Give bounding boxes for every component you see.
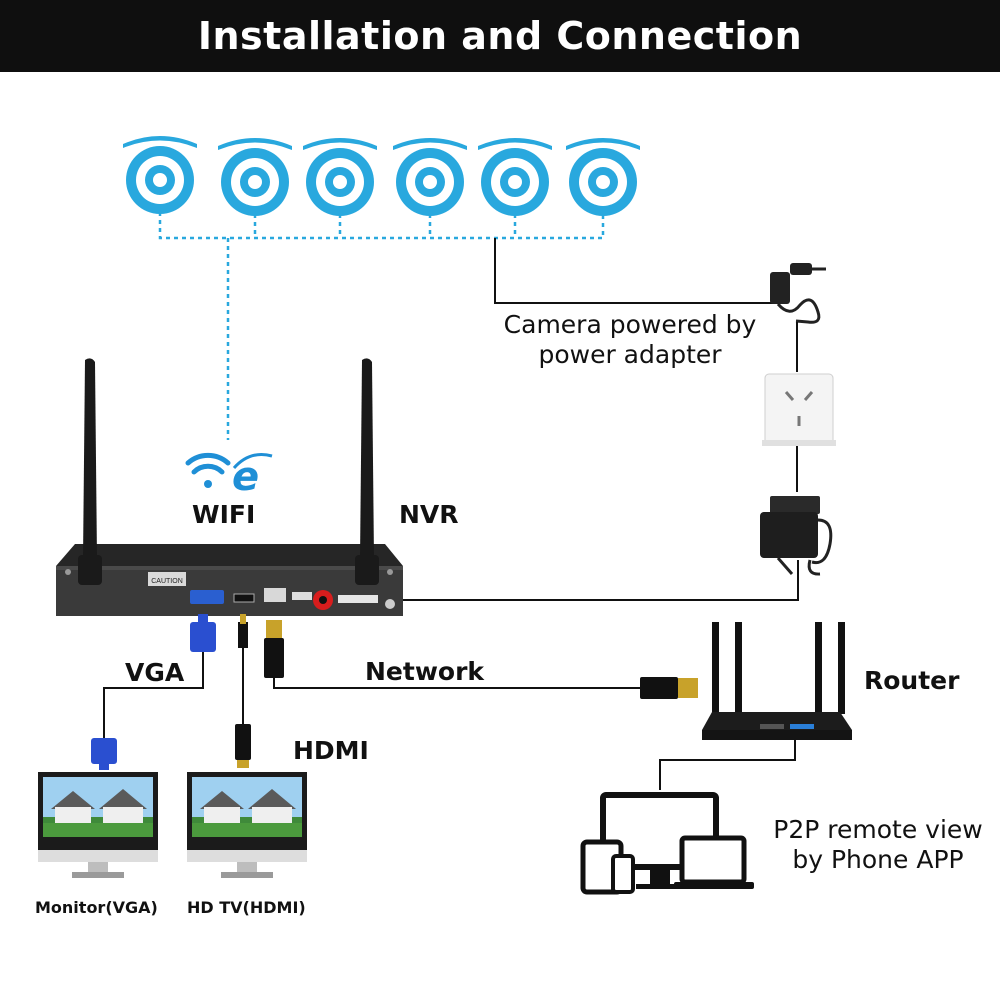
p2p-line-1: P2P remote view xyxy=(773,815,983,844)
wifi-label: WIFI xyxy=(192,500,256,529)
camera-power-label: Camera powered by power adapter xyxy=(490,310,770,370)
hd-tv-label: HD TV(HDMI) xyxy=(187,898,306,917)
p2p-line-2: by Phone APP xyxy=(792,845,964,874)
wireless-links xyxy=(158,212,605,440)
router-icon xyxy=(702,622,852,740)
router-label: Router xyxy=(864,666,960,695)
wall-socket-icon xyxy=(762,373,836,446)
camera-icon xyxy=(393,138,467,216)
phone-icon xyxy=(611,854,635,894)
hdmi-connector-icon xyxy=(235,724,251,768)
camera-power-line-2: power adapter xyxy=(538,340,722,369)
vga-connector-icon xyxy=(91,738,117,770)
page-title: Installation and Connection xyxy=(197,14,803,58)
monitor-vga-label: Monitor(VGA) xyxy=(35,898,158,917)
rj45-connector-icon xyxy=(640,677,698,699)
p2p-label: P2P remote view by Phone APP xyxy=(762,815,994,875)
power-adapter-icon xyxy=(760,496,833,576)
hdmi-connector-icon xyxy=(238,614,248,648)
nvr-power-line xyxy=(390,560,799,601)
camera-icon xyxy=(566,138,640,216)
header-bar: Installation and Connection xyxy=(0,0,1000,72)
camera-icon xyxy=(303,138,377,216)
camera-icon xyxy=(478,138,552,216)
network-label: Network xyxy=(365,657,485,686)
wifi-icon xyxy=(185,452,231,488)
svg-text:e: e xyxy=(232,454,259,500)
camera-icon xyxy=(218,138,292,216)
vga-connector-icon xyxy=(190,614,216,652)
laptop-icon xyxy=(674,835,754,889)
monitor-icon xyxy=(38,772,158,878)
power-adapter-icon xyxy=(770,263,826,324)
vga-label: VGA xyxy=(125,658,185,687)
nvr-device: CAUTION xyxy=(56,544,403,616)
tv-icon xyxy=(187,772,307,878)
rj45-connector-icon xyxy=(264,620,284,678)
camera-power-line xyxy=(494,238,780,304)
nvr-label: NVR xyxy=(399,500,459,529)
caution-label: CAUTION xyxy=(151,578,183,585)
camera-icon xyxy=(123,136,197,214)
antenna-right xyxy=(355,358,379,585)
hdmi-label: HDMI xyxy=(293,736,369,765)
ie-browser-icon: e xyxy=(232,453,273,500)
antenna-left xyxy=(78,358,102,585)
camera-power-line-1: Camera powered by xyxy=(503,310,757,339)
